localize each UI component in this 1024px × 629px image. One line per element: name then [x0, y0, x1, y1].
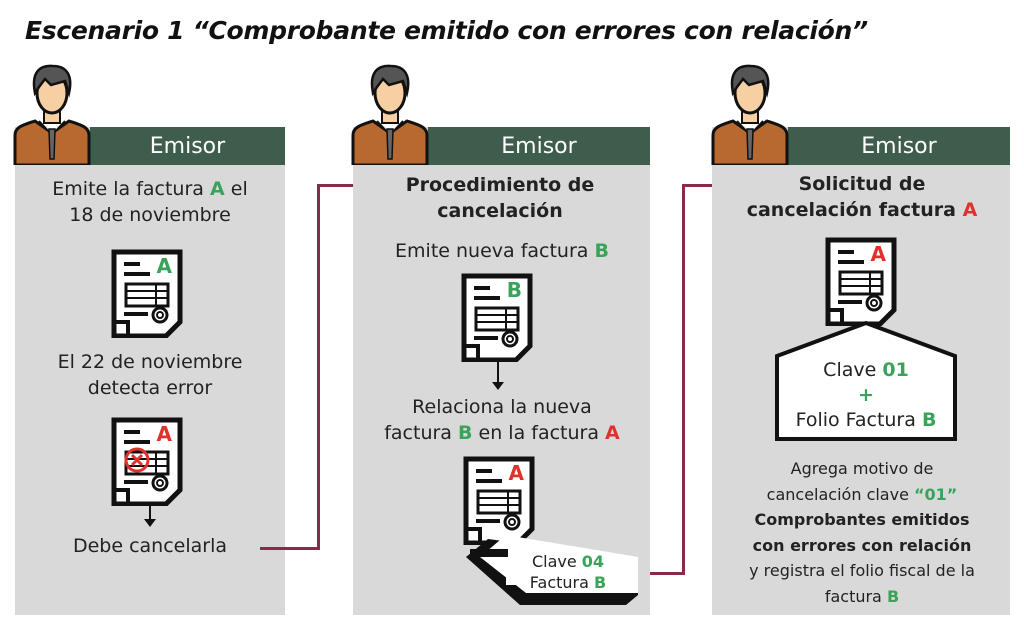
arrow-down-icon: [144, 505, 156, 527]
panel-1-text-2: El 22 de noviembre detecta error: [58, 349, 243, 401]
panel-1-text-1: Emite la factura A el 18 de noviembre: [52, 176, 247, 228]
panel-1-text-3: Debe cancelarla: [72, 535, 228, 557]
letter-b: B: [594, 573, 607, 592]
invoice-a-icon: A: [824, 236, 898, 326]
text: Agrega motivo de: [790, 459, 934, 478]
text: Folio Factura: [795, 409, 916, 431]
panel-1-header: Emisor: [90, 127, 285, 165]
plus-sign: +: [858, 384, 874, 406]
connector-line: [682, 184, 685, 575]
letter-a: A: [209, 178, 225, 200]
text: cancelación factura: [746, 199, 956, 221]
invoice-a-icon: A: [462, 455, 536, 545]
panel-1: [15, 127, 285, 615]
text: 18 de noviembre: [69, 204, 231, 226]
text: Solicitud de: [798, 173, 926, 195]
doc-letter: A: [156, 422, 172, 446]
clave-code: “01”: [914, 484, 958, 504]
person-icon: [351, 63, 429, 165]
text: con errores con relación: [752, 535, 972, 555]
panel-3-description: Agrega motivo de cancelación clave “01” Co…: [749, 456, 975, 609]
connector-line: [317, 184, 320, 550]
folded-note-icon: [466, 535, 638, 605]
connector-line: [260, 547, 320, 550]
text: el: [230, 178, 248, 200]
clave-code: 04: [581, 552, 605, 571]
letter-a: A: [962, 199, 978, 221]
panel-3-heading: Solicitud de cancelación factura A: [747, 171, 978, 223]
letter-b: B: [921, 409, 937, 431]
text: factura: [824, 586, 882, 606]
text: Factura: [529, 573, 589, 592]
panel-3-header: Emisor: [788, 127, 1010, 165]
doc-letter: A: [156, 254, 172, 278]
letter-a: A: [605, 422, 620, 444]
connector-line: [317, 184, 369, 187]
text: Clave: [531, 552, 577, 571]
invoice-b-icon: B: [460, 272, 534, 362]
doc-letter: A: [508, 461, 524, 485]
text: Clave: [823, 359, 877, 381]
text: cancelación: [437, 200, 563, 222]
diagram-title: Escenario 1 “Comprobante emitido con err…: [25, 16, 868, 45]
text: factura: [384, 422, 452, 444]
clave-code: 01: [882, 359, 909, 381]
panel-2-header: Emisor: [428, 127, 650, 165]
text: Relaciona la nueva: [412, 396, 592, 418]
person-icon: [711, 63, 789, 165]
person-icon: [13, 63, 91, 165]
doc-letter: B: [506, 278, 522, 302]
invoice-a-icon: A: [110, 248, 184, 338]
text: Emite nueva factura: [395, 240, 589, 262]
panel-2-text-2: Relaciona la nueva factura B en la factur…: [384, 394, 620, 446]
text: Procedimiento de: [405, 174, 595, 196]
panel-2-heading: Procedimiento de cancelación: [406, 172, 595, 224]
letter-b: B: [886, 586, 900, 606]
text: Comprobantes emitidos: [754, 510, 970, 529]
letter-b: B: [458, 422, 473, 444]
text: El 22 de noviembre: [57, 351, 243, 373]
cancellation-box: [775, 320, 957, 441]
text: Emite la factura: [52, 178, 204, 200]
cancellation-box-text: Clave 01 + Folio Factura B: [796, 358, 937, 433]
text: cancelación clave: [766, 484, 909, 504]
doc-letter: A: [870, 242, 886, 266]
text: en la factura: [478, 422, 600, 444]
connector-line: [636, 572, 684, 575]
text: y registra el folio fiscal de la: [749, 561, 975, 580]
text: detecta error: [87, 377, 213, 399]
letter-b: B: [594, 240, 609, 262]
connector-line: [682, 184, 734, 187]
invoice-error-icon: A: [110, 416, 184, 506]
arrow-down-icon: [492, 360, 504, 390]
panel-2-text-1: Emite nueva factura B: [395, 238, 609, 264]
